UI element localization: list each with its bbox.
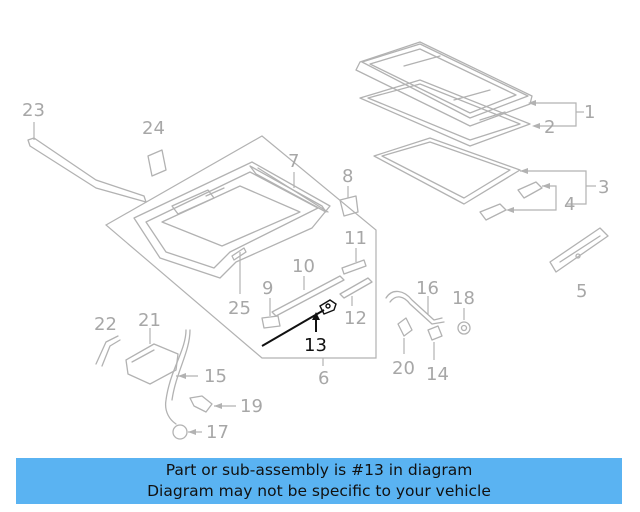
callout-9: 9 — [262, 278, 273, 299]
callout-labels: 1 2 3 4 5 6 7 8 9 10 11 12 13 14 15 16 1… — [22, 100, 609, 443]
callout-14: 14 — [426, 364, 449, 385]
bracket-part-8 — [339, 186, 359, 217]
leader-lines-right — [506, 100, 596, 213]
callout-15: 15 — [204, 366, 227, 387]
connector-part-17 — [172, 424, 202, 440]
callout-22: 22 — [94, 314, 117, 335]
part-12 — [339, 277, 373, 306]
clip-part-24 — [147, 149, 167, 177]
callout-5: 5 — [576, 281, 587, 302]
hose-part-22 — [95, 335, 121, 367]
sunroof-glass-part-1 — [355, 41, 533, 127]
callout-3: 3 — [598, 177, 609, 198]
sunroof-frame — [133, 161, 331, 279]
sunshade-part-3 — [373, 137, 521, 205]
callout-21: 21 — [138, 310, 161, 331]
callout-2: 2 — [544, 117, 555, 138]
banner-line-disclaimer: Diagram may not be specific to your vehi… — [147, 482, 491, 500]
drip-rail-part-23 — [27, 122, 147, 203]
callout-17: 17 — [206, 422, 229, 443]
side-rail-part-5 — [549, 227, 609, 273]
glass-seal-part-2 — [359, 79, 531, 147]
frame-bar-part-7 — [249, 165, 327, 213]
callout-7: 7 — [288, 151, 299, 172]
banner-line-part-number: Part or sub-assembly is #13 in diagram — [165, 461, 473, 479]
clip-part-20 — [397, 317, 413, 354]
grommet-part-14 — [427, 325, 443, 360]
callout-11: 11 — [344, 228, 367, 249]
callout-4: 4 — [564, 194, 575, 215]
callout-8: 8 — [342, 166, 353, 187]
callout-13: 13 — [304, 335, 327, 356]
callout-19: 19 — [240, 396, 263, 417]
callout-20: 20 — [392, 358, 415, 379]
part-25 — [231, 247, 247, 294]
callout-1: 1 — [584, 102, 595, 123]
callout-6: 6 — [318, 368, 329, 389]
callout-10: 10 — [292, 256, 315, 277]
highlighted-part-13 — [261, 299, 337, 347]
info-banner: Part or sub-assembly is #13 in diagram D… — [16, 458, 622, 504]
part-11 — [341, 248, 367, 275]
drain-hose-part-16 — [385, 290, 445, 325]
callout-12: 12 — [344, 308, 367, 329]
drive-cable-part-10 — [271, 275, 345, 317]
shade-handle-part-4 — [479, 181, 543, 221]
callout-25: 25 — [228, 298, 251, 319]
part-9 — [261, 298, 281, 329]
callout-24: 24 — [142, 118, 165, 139]
clip-part-19 — [189, 395, 236, 413]
drain-hose-part-15 — [164, 329, 198, 425]
callout-18: 18 — [452, 288, 475, 309]
frame-assembly-box-part-6 — [104, 135, 377, 366]
callout-16: 16 — [416, 278, 439, 299]
motor-part-21 — [125, 328, 179, 385]
clamp-part-18 — [457, 308, 471, 335]
callout-23: 23 — [22, 100, 45, 121]
